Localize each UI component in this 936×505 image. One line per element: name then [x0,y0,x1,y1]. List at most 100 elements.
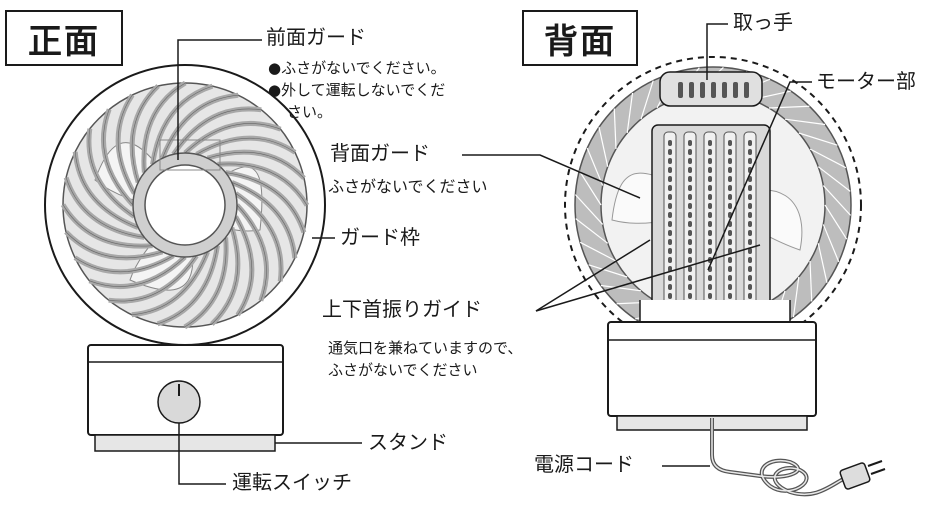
guard-spoke-edge [108,255,197,302]
vent-hole [748,266,752,272]
vent-hole [668,167,672,173]
vent-hole [668,158,672,164]
guard-spoke-edge [184,123,281,154]
guard-spoke-edge [131,85,159,183]
vent-hole [708,239,712,245]
vent-hole [668,194,672,200]
back-spoke [817,243,828,283]
power-plug [839,462,871,490]
back-base [607,321,817,417]
back-spoke [824,204,848,240]
back-spoke [578,170,602,206]
vent-hole [708,203,712,209]
vent-hole [668,176,672,182]
back-neck [639,300,791,323]
motor-label: モーター部 [816,69,916,93]
guard-spoke-edge [184,237,227,328]
back-fan [564,56,886,497]
front-stand [94,434,276,452]
guard-spoke-edge [173,108,262,155]
back-spoke [575,218,609,244]
guard-spoke-edge [211,227,239,325]
back-spoke [822,224,840,263]
back-spoke [613,108,617,150]
grip-ridge [722,82,727,98]
vent-hole [748,284,752,290]
vent-hole [668,203,672,209]
back-title: 背面 [522,10,638,66]
vent-hole [688,194,692,200]
back-spoke [579,241,617,262]
vent-hole [668,239,672,245]
guard-spoke-edge [65,231,163,259]
vent-hole [688,140,692,146]
vent-hole [688,167,692,173]
guard-spoke-edge [196,137,296,155]
handle-grips [678,82,749,98]
vent-hole [708,212,712,218]
handle-label: 取っ手 [733,10,793,34]
front-guard-label: 前面ガード [266,25,366,49]
vent-hole [748,194,752,200]
vent-hole [688,221,692,227]
vent-hole [688,266,692,272]
vent-hole [748,212,752,218]
vent-hole [728,284,732,290]
vent-hole [728,275,732,281]
guard-spoke-edge [103,109,134,206]
vent-hole [728,293,732,299]
vent-hole [708,167,712,173]
swing-guide-note-1: 通気口を兼ねていますので、 [328,339,523,357]
grip-ridge [711,82,716,98]
vent-hole [688,149,692,155]
swing-guide-label: 上下首振りガイド [322,297,482,321]
vent-hole [708,275,712,281]
back-spoke [768,105,810,109]
vent-hole [688,212,692,218]
vent-hole [748,257,752,263]
vent-hole [748,293,752,299]
vent-hole [728,239,732,245]
guard-spoke-edge [157,245,218,325]
guard-spoke-edge [217,163,308,206]
vent-hole [748,221,752,227]
back-guard-label: 背面ガード [330,141,430,165]
vent-hole [668,212,672,218]
vent-hole [728,176,732,182]
vent-hole [668,248,672,254]
back-spoke [822,185,852,216]
operation-switch-label: 運転スイッチ [232,470,352,494]
vent-hole [668,230,672,236]
vent-hole [668,185,672,191]
grip-ridge [689,82,694,98]
guard-spoke-edge [62,204,153,247]
guard-spoke-edge [235,216,253,316]
back-spoke [600,284,642,292]
swing-guide-note-2: ふさがないでください [328,361,478,379]
vent-hole [728,158,732,164]
back-spoke [792,276,800,318]
grip-ridge [733,82,738,98]
front-guard-note-3: さい。 [287,103,333,121]
vent-hole [708,284,712,290]
back-spoke [586,147,604,186]
front-leaders [177,39,362,485]
vent-hole [748,275,752,281]
front-guard-note-1: ●ふさがないでください。 [268,59,446,77]
back-guard-note: ふさがないでください [328,177,488,196]
vent-hole [708,230,712,236]
vent-hole [708,221,712,227]
grip-ridge [744,82,749,98]
front-fan [44,64,326,452]
vent-hole [748,239,752,245]
vent-hole [708,185,712,191]
guard-spoke-edge [225,172,305,233]
back-spoke [626,92,634,134]
vent-hole [688,185,692,191]
vent-hole [688,248,692,254]
back-leaders [462,23,812,467]
front-title: 正面 [5,10,123,66]
vent-hole [688,275,692,281]
guard-frame-label: ガード枠 [340,225,420,249]
